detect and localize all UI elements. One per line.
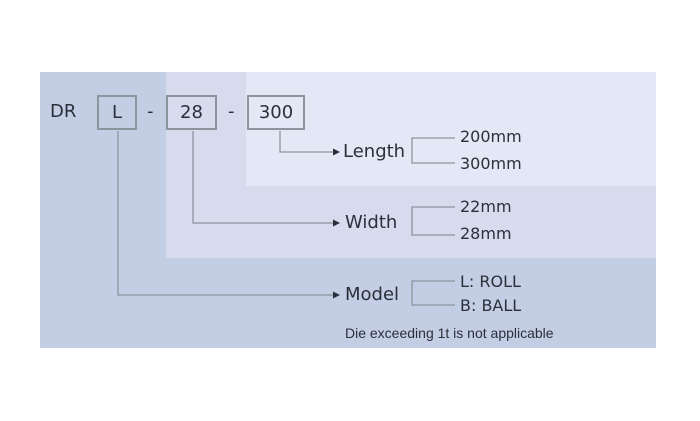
- width-code-box: 28: [166, 95, 217, 130]
- width-options-bracket: [411, 206, 455, 236]
- width-label: Width: [345, 212, 398, 233]
- width-option-1: 22mm: [460, 197, 512, 216]
- length-label: Length: [343, 141, 406, 162]
- model-option-1: L: ROLL: [460, 272, 521, 291]
- length-options-bracket: [411, 137, 455, 164]
- model-connector-line: [117, 131, 333, 296]
- model-options-bracket: [411, 280, 455, 306]
- length-code-box: 300: [247, 95, 305, 130]
- length-code-value: 300: [258, 102, 294, 123]
- length-connector-line: [279, 131, 333, 153]
- width-option-2: 28mm: [460, 224, 512, 243]
- separator-dash-2: -: [228, 101, 235, 122]
- applicability-note: Die exceeding 1t is not applicable: [345, 325, 554, 341]
- code-prefix: DR: [50, 101, 77, 122]
- model-label: Model: [345, 284, 400, 305]
- length-option-1: 200mm: [460, 127, 522, 146]
- width-code-value: 28: [180, 102, 203, 123]
- model-option-2: B: BALL: [460, 296, 522, 315]
- length-option-2: 300mm: [460, 154, 522, 173]
- width-connector-line: [192, 131, 333, 224]
- width-arrowhead: [333, 219, 340, 227]
- length-band: [246, 72, 656, 186]
- model-code-box: L: [97, 95, 137, 130]
- length-arrowhead: [333, 148, 340, 156]
- model-arrowhead: [333, 291, 340, 299]
- model-code-value: L: [111, 102, 123, 123]
- separator-dash-1: -: [147, 101, 154, 122]
